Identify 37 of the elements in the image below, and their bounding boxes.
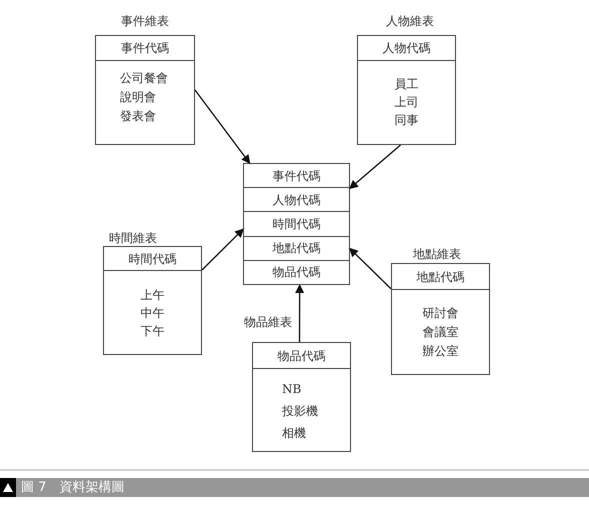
- header-row: 人物代碼: [358, 36, 455, 61]
- field-row: 地點代碼: [244, 236, 349, 260]
- arrow: [348, 247, 392, 290]
- list-item: 發表會: [120, 108, 156, 125]
- table-title: 事件維表: [121, 14, 169, 28]
- field-row: 事件代碼: [244, 164, 349, 188]
- header-row: 物品代碼: [253, 343, 350, 369]
- list-item: 相機: [282, 425, 306, 442]
- list-item: 下午: [140, 323, 164, 340]
- table-title: 人物維表: [386, 14, 434, 28]
- list-item: 同事: [394, 112, 418, 129]
- figure-caption: 圖 7 資料架構圖: [21, 481, 124, 494]
- arrow: [202, 228, 244, 270]
- list-item: 中午: [140, 305, 164, 322]
- arrow: [348, 144, 401, 190]
- list-item: 說明會: [120, 89, 156, 106]
- header-row: 事件代碼: [96, 36, 194, 61]
- table-title: 地點維表: [413, 247, 461, 261]
- fact-table: [243, 163, 350, 285]
- header-row: 地點代碼: [392, 264, 489, 290]
- list-item: 上午: [140, 287, 164, 304]
- table-title: 物品維表: [244, 315, 292, 329]
- list-item: 投影機: [282, 403, 318, 420]
- table-title: 時間維表: [109, 231, 157, 245]
- field-row: 人物代碼: [244, 187, 349, 212]
- list-item: 上司: [394, 94, 418, 111]
- arrow: [295, 284, 304, 342]
- field-row: 時間代碼: [244, 211, 349, 236]
- arrow: [194, 90, 251, 164]
- header-row: 時間代碼: [104, 247, 201, 271]
- list-item: 研討會: [422, 305, 458, 322]
- list-item: NB: [282, 381, 302, 398]
- list-item: 會議室: [422, 324, 458, 341]
- field-row: 物品代碼: [244, 260, 349, 284]
- list-item: 辦公室: [422, 343, 458, 360]
- list-item: 員工: [394, 76, 418, 93]
- list-item: 公司餐會: [120, 70, 168, 87]
